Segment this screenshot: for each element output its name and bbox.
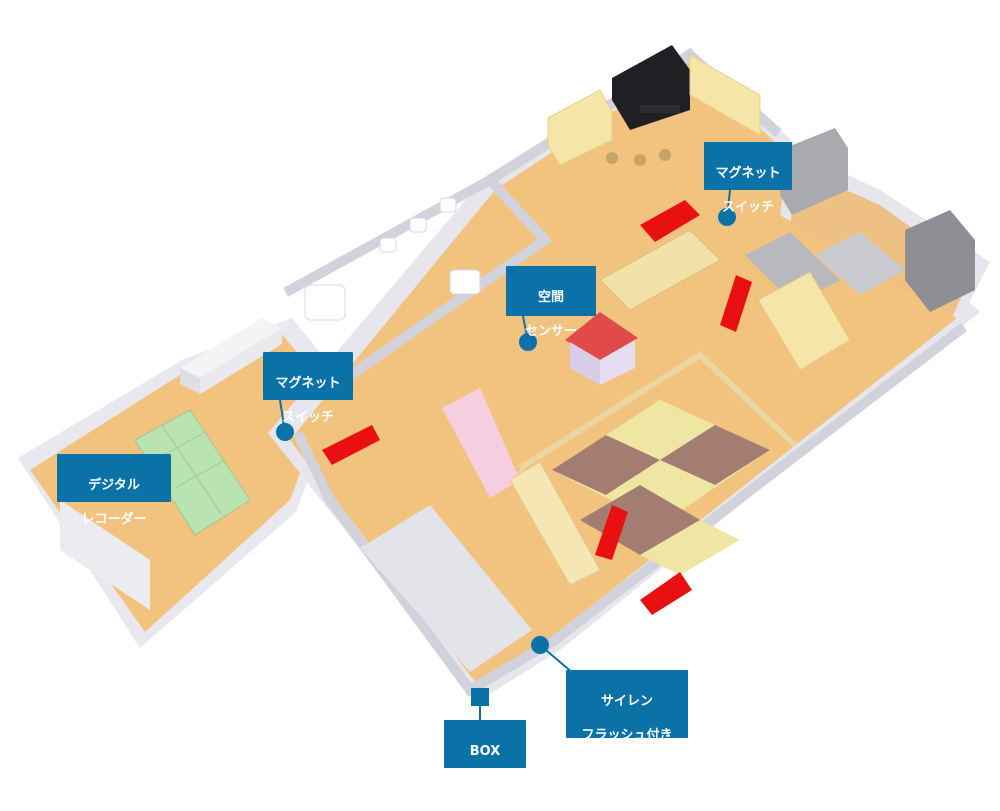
label-magnet-switch-left: マグネット スイッチ bbox=[263, 352, 353, 425]
camera-icon bbox=[640, 572, 692, 615]
sensor-dot-icon bbox=[519, 333, 537, 351]
camera-icon bbox=[720, 275, 752, 332]
low-cabinet bbox=[509, 461, 601, 586]
crib-area bbox=[599, 229, 851, 371]
box-square-icon bbox=[471, 688, 489, 706]
label-siren-receiver: サイレン フラッシュ付き 受信機 bbox=[566, 670, 688, 777]
label-magnet-switch-right: マグネット スイッチ bbox=[704, 142, 792, 215]
sensor-dots bbox=[276, 208, 736, 706]
label-box-bell: BOX 警報ベル bbox=[444, 720, 526, 793]
music-room-furniture bbox=[547, 45, 761, 166]
pink-partition bbox=[442, 388, 520, 498]
left-shelves bbox=[60, 318, 282, 610]
camera-icon bbox=[322, 425, 380, 465]
label-digital-recorder: デジタル レコーダー bbox=[57, 454, 171, 527]
sensor-dot-icon bbox=[718, 208, 736, 226]
sensor-dot-icon bbox=[276, 423, 294, 441]
floor-plan-scene bbox=[18, 45, 990, 720]
cameras bbox=[322, 200, 752, 615]
play-mat bbox=[552, 400, 770, 575]
camera-icon bbox=[640, 200, 700, 242]
label-space-sensor: 空間 センサー bbox=[506, 266, 596, 339]
corridor-floor bbox=[360, 505, 532, 672]
sensor-dot-icon bbox=[531, 636, 549, 654]
camera-icon bbox=[595, 505, 628, 560]
bathroom-fixtures bbox=[304, 197, 481, 321]
tent-structure bbox=[565, 312, 638, 385]
